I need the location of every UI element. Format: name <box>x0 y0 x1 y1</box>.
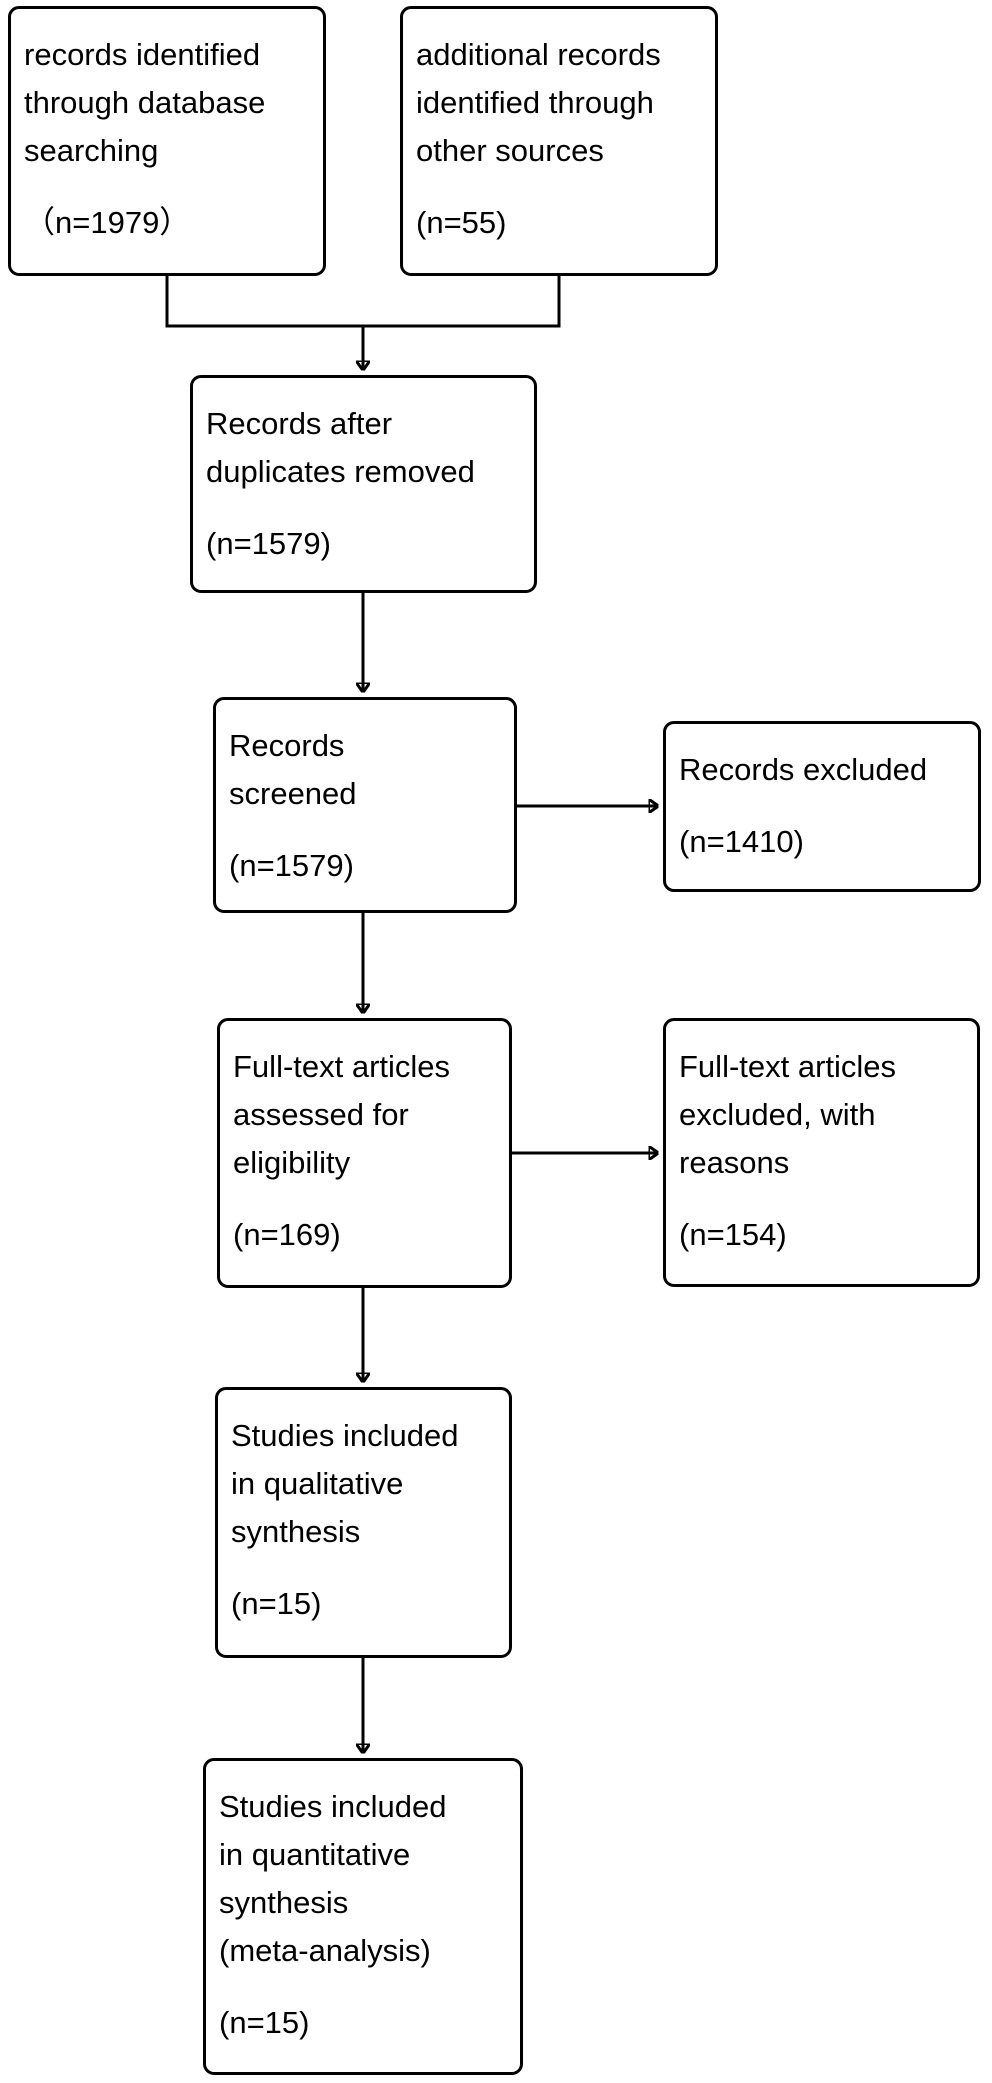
box-label: Studies included in quantitative synthes… <box>219 1789 447 1968</box>
box-label: Records screened <box>229 728 357 811</box>
box-count: （n=1979） <box>24 205 191 240</box>
flow-box-quantitative-synthesis: Studies included in quantitative synthes… <box>203 1758 523 2075</box>
box-count: (n=154) <box>679 1217 787 1252</box>
flow-box-fulltext-excluded: Full-text articles excluded, with reason… <box>663 1018 980 1287</box>
box-label: additional records identified through ot… <box>416 37 661 168</box>
box-label: Records after duplicates removed <box>206 406 475 489</box>
flow-box-records-identified-database: records identified through database sear… <box>8 6 326 276</box>
flow-box-records-excluded: Records excluded (n=1410) <box>663 721 981 892</box>
box-label: Studies included in qualitative synthesi… <box>231 1418 459 1549</box>
box-count: (n=15) <box>219 2005 310 2040</box>
box-count: (n=1579) <box>206 526 331 561</box>
flow-box-fulltext-assessed: Full-text articles assessed for eligibil… <box>217 1018 512 1288</box>
box-count: (n=55) <box>416 205 507 240</box>
box-label: Full-text articles assessed for eligibil… <box>233 1049 451 1180</box>
box-count: (n=1410) <box>679 824 804 859</box>
box-label: records identified through database sear… <box>24 37 266 168</box>
box-count: (n=169) <box>233 1217 341 1252</box>
flow-box-qualitative-synthesis: Studies included in qualitative synthesi… <box>215 1387 512 1658</box>
box-label: Full-text articles excluded, with reason… <box>679 1049 897 1180</box>
box-count: (n=15) <box>231 1586 322 1621</box>
merge-connector-line <box>165 276 561 328</box>
box-label: Records excluded <box>679 752 928 787</box>
flow-box-additional-records-other-sources: additional records identified through ot… <box>400 6 718 276</box>
flow-box-records-after-duplicates: Records after duplicates removed (n=1579… <box>190 375 537 593</box>
flow-box-records-screened: Records screened (n=1579) <box>213 697 517 913</box>
box-count: (n=1579) <box>229 848 354 883</box>
